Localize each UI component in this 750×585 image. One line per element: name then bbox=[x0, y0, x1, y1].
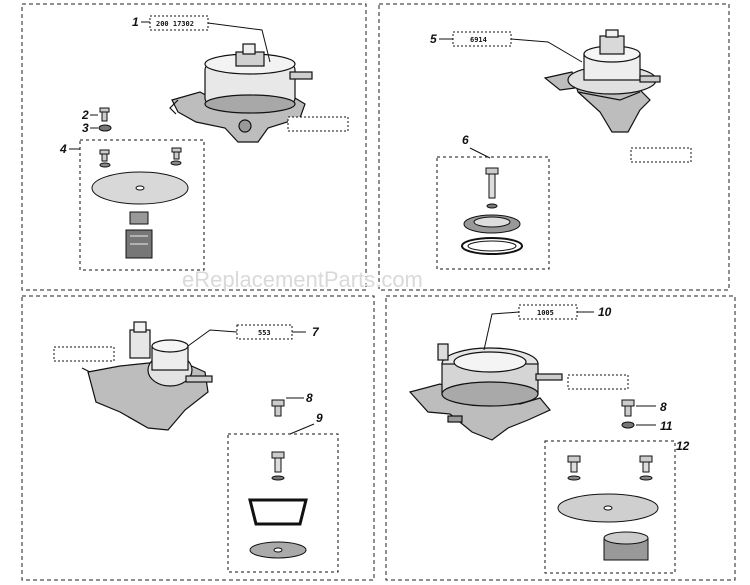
panel-top-right bbox=[378, 3, 730, 291]
part-code-box-blank bbox=[567, 374, 629, 390]
fuel-pump-7 bbox=[81, 321, 213, 431]
callout-8-right: 8 bbox=[660, 400, 667, 414]
callout-12: 12 bbox=[676, 439, 690, 453]
fuel-pump-5 bbox=[543, 29, 661, 133]
svg-text:5: 5 bbox=[430, 32, 437, 46]
panel-bottom-right bbox=[385, 295, 736, 581]
svg-text:7: 7 bbox=[312, 325, 320, 339]
callout-4: 4 bbox=[59, 142, 67, 156]
callout-11: 11 bbox=[660, 419, 673, 433]
screw-8-right bbox=[621, 399, 635, 417]
part-code-box-blank bbox=[53, 346, 115, 362]
callout-7: 553 7 bbox=[187, 324, 320, 347]
kit-9-parts bbox=[248, 451, 308, 559]
svg-text:200 17302: 200 17302 bbox=[156, 20, 194, 28]
kit-6-parts bbox=[461, 167, 523, 255]
callout-5: 5 6914 bbox=[430, 31, 583, 63]
callout-3: 3 bbox=[82, 121, 89, 135]
watermark: eReplacementParts.com bbox=[182, 267, 423, 292]
washer-11 bbox=[621, 421, 635, 429]
fuel-pump-1 bbox=[169, 43, 313, 143]
part-code-box-blank bbox=[287, 116, 349, 132]
callout-10: 1005 10 bbox=[483, 304, 612, 351]
svg-text:1: 1 bbox=[132, 15, 139, 29]
callout-6: 6 bbox=[462, 133, 469, 147]
svg-text:6914: 6914 bbox=[470, 36, 487, 44]
callout-2: 2 bbox=[81, 108, 89, 122]
panel-top-left bbox=[21, 3, 367, 291]
kit-box-4 bbox=[79, 139, 205, 271]
washer-3 bbox=[98, 124, 112, 132]
svg-text:10: 10 bbox=[598, 305, 612, 319]
kit-4-parts bbox=[91, 147, 189, 259]
screw-2 bbox=[99, 107, 110, 122]
callout-1: 1 200 17302 bbox=[132, 15, 271, 63]
screw-8-left bbox=[271, 399, 285, 417]
callout-9: 9 bbox=[316, 411, 323, 425]
svg-text:1005: 1005 bbox=[537, 309, 554, 317]
callout-8-left: 8 bbox=[306, 391, 313, 405]
panel-bottom-left bbox=[21, 295, 375, 581]
svg-text:553: 553 bbox=[258, 329, 271, 337]
part-code-box-blank bbox=[630, 147, 692, 163]
kit-box-9 bbox=[227, 433, 339, 573]
kit-box-12 bbox=[544, 440, 676, 574]
kit-12-parts bbox=[557, 455, 659, 561]
kit-box-6 bbox=[436, 156, 550, 270]
fuel-pump-10 bbox=[408, 343, 563, 441]
